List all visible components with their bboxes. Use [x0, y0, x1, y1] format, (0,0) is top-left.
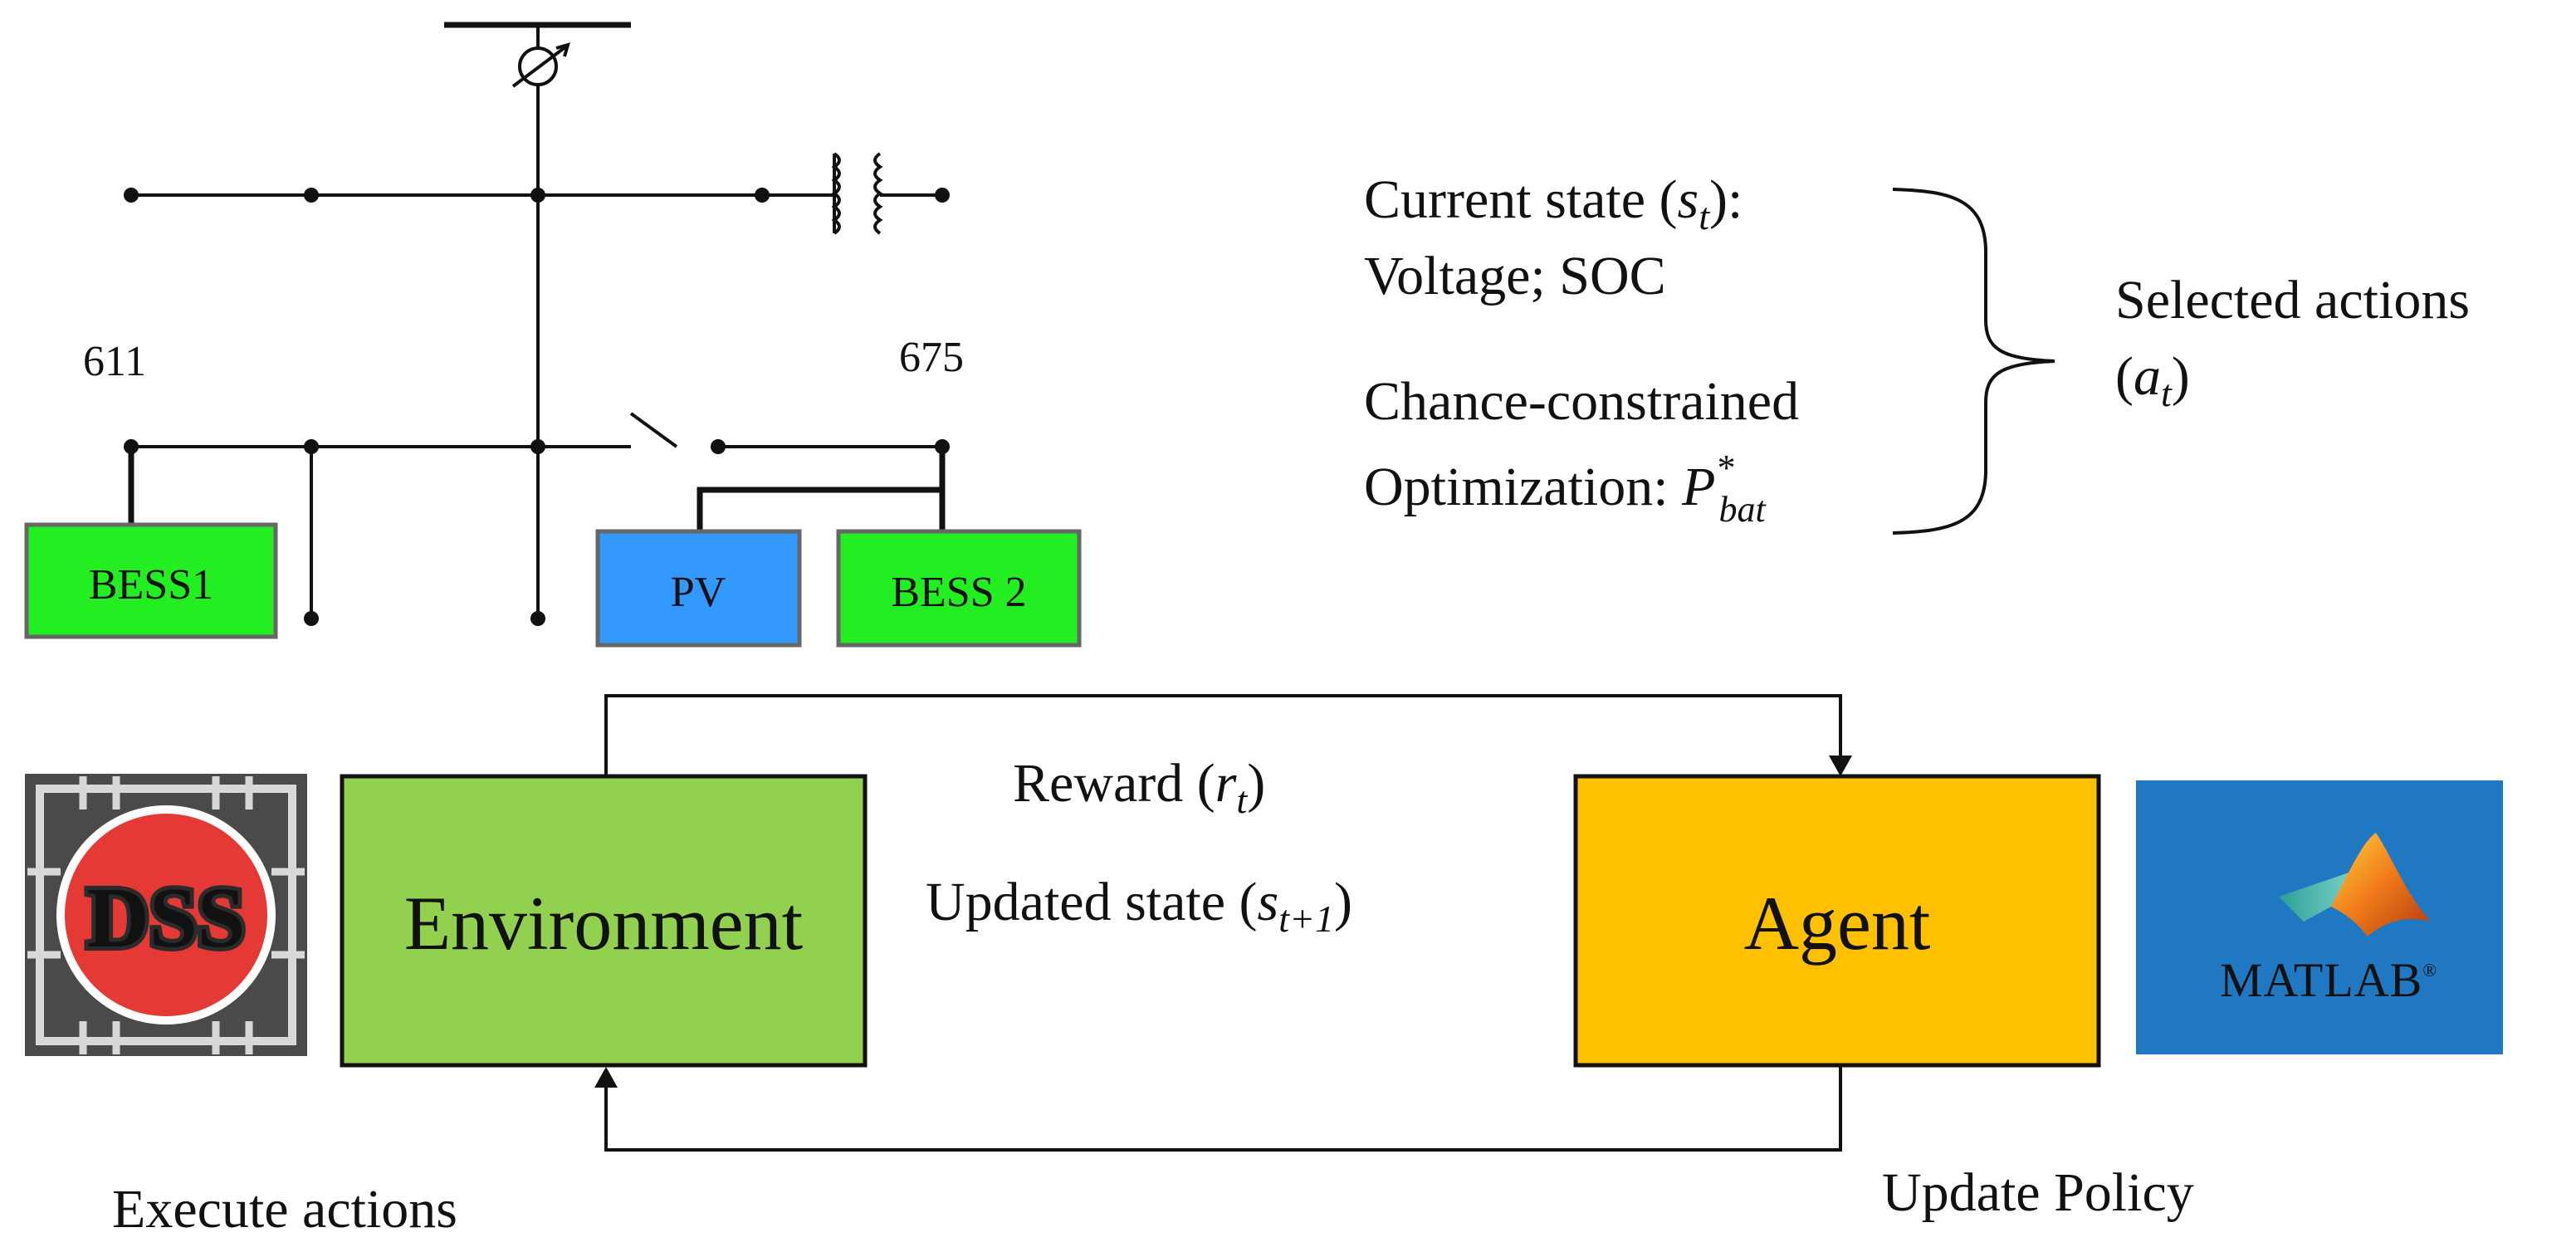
node: [124, 188, 139, 203]
bus-label-675: 675: [899, 334, 964, 381]
matlab-membrane-icon: [2279, 833, 2431, 937]
updated-state-text: Updated state (st+1): [926, 872, 1352, 940]
environment-label: Environment: [404, 881, 804, 966]
action-symbol-text: (at): [2115, 346, 2190, 414]
node: [304, 611, 319, 626]
selected-actions-text: Selected actions: [2115, 270, 2470, 330]
bess2-box: BESS 2: [836, 529, 1082, 648]
node: [711, 439, 726, 454]
reward-text: Reward (rt): [1013, 753, 1265, 821]
state-action-info: Current state (st): Voltage; SOC Chance-…: [1364, 169, 2470, 535]
rl-loop: Environment Agent Reward (rt) Updated st…: [112, 694, 2194, 1240]
switch-icon: [629, 412, 678, 448]
node: [935, 188, 950, 203]
pv-box: PV: [595, 529, 802, 648]
node: [304, 188, 319, 203]
opendss-logo: DSS: [25, 774, 307, 1056]
node: [530, 188, 545, 203]
current-state-text: Current state (st):: [1364, 169, 1743, 237]
node: [755, 188, 770, 203]
matlab-logo: MATLAB®: [2136, 780, 2503, 1054]
transformer-icon: [831, 152, 883, 235]
dss-logo-text: DSS: [87, 870, 246, 966]
node: [530, 439, 545, 454]
environment-box: Environment: [340, 774, 868, 1068]
update-policy-text: Update Policy: [1882, 1162, 2194, 1223]
matlab-logo-text: MATLAB®: [2220, 953, 2437, 1007]
curly-brace: [1892, 188, 2055, 535]
agent-label: Agent: [1744, 881, 1931, 966]
arrow-into-agent: [1829, 756, 1852, 776]
chance-constrained-text: Chance-constrained: [1364, 371, 1799, 432]
regulator-icon: [511, 42, 570, 88]
bus-label-611: 611: [83, 338, 146, 385]
agent-box: Agent: [1573, 774, 2101, 1068]
state-variables-text: Voltage; SOC: [1364, 246, 1666, 306]
top-connector: [604, 694, 1842, 776]
bess1-label: BESS1: [89, 561, 213, 609]
execute-actions-text: Execute actions: [112, 1179, 457, 1240]
bess1-box: BESS1: [24, 522, 278, 639]
optimization-text: Optimization: P*bat: [1364, 447, 1767, 530]
pv-connection: [697, 487, 942, 531]
pv-label: PV: [671, 569, 726, 616]
bottom-connector: [604, 1065, 1842, 1152]
arrow-into-environment: [594, 1067, 618, 1088]
bess2-label: BESS 2: [891, 569, 1026, 616]
distribution-grid: 611 675 BESS1 PV BESS 2: [24, 22, 1082, 648]
node: [530, 611, 545, 626]
